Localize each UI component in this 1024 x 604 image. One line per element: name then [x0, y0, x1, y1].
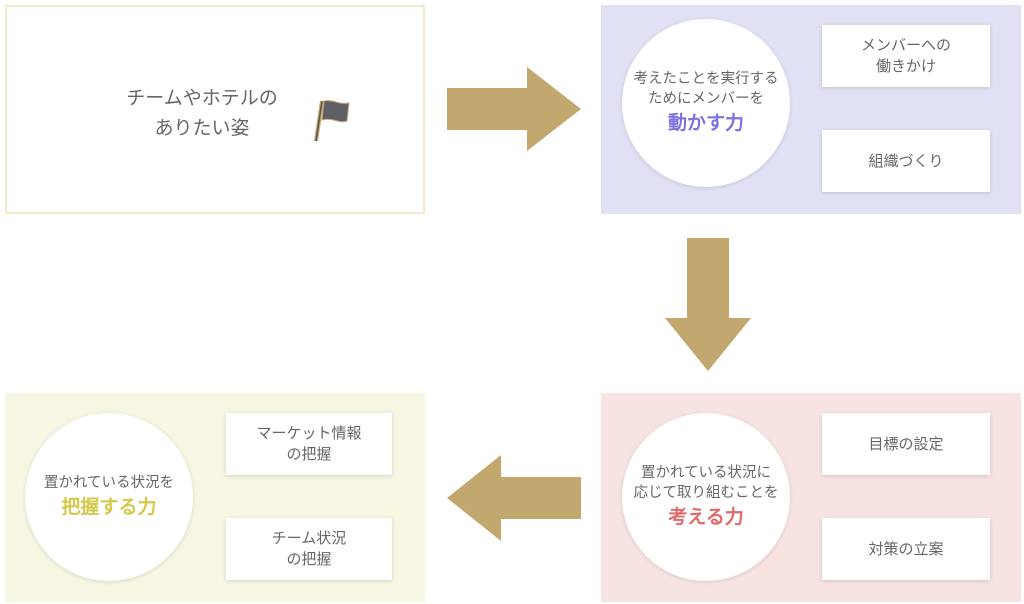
item-line2: の把握: [286, 550, 332, 568]
item-line1: マーケット情報: [256, 424, 362, 442]
think-line1: 置かれている状況に: [640, 465, 772, 481]
think-circle: 置かれている状況に 応じて取り組むことを 考える力: [622, 413, 790, 581]
grasp-item-1: マーケット情報の把握: [226, 413, 392, 475]
grasp-panel: 置かれている状況を 把握する力 マーケット情報の把握 チーム状況の把握: [5, 393, 425, 602]
think-panel: 置かれている状況に 応じて取り組むことを 考える力 目標の設定 対策の立案: [601, 393, 1021, 602]
move-accent: 動かす力: [667, 112, 744, 134]
think-line2: 応じて取り組むことを: [633, 485, 779, 501]
move-item-1: メンバーへの働きかけ: [822, 25, 990, 87]
flag-icon: [314, 100, 350, 142]
arrow-left: [447, 455, 581, 541]
think-item-1: 目標の設定: [822, 413, 990, 475]
item-line1: 組織づくり: [868, 151, 944, 170]
item-line2: 働きかけ: [875, 57, 936, 75]
item-line1: 目標の設定: [868, 434, 944, 453]
grasp-line1: 置かれている状況を: [43, 475, 175, 491]
move-line2: ためにメンバーを: [648, 91, 764, 107]
move-line1: 考えたことを実行する: [633, 71, 779, 87]
item-line1: チーム状況: [271, 529, 347, 547]
arrow-down: [665, 238, 751, 371]
move-circle: 考えたことを実行する ためにメンバーを 動かす力: [622, 19, 790, 187]
grasp-accent: 把握する力: [61, 496, 157, 518]
move-item-2: 組織づくり: [822, 130, 990, 192]
goal-line1: チームやホテルの: [126, 87, 278, 109]
think-accent: 考える力: [668, 506, 744, 528]
grasp-item-2: チーム状況の把握: [226, 518, 392, 580]
goal-text: チームやホテルの ありたい姿: [107, 83, 297, 143]
grasp-circle: 置かれている状況を 把握する力: [25, 413, 193, 581]
item-line1: 対策の立案: [868, 539, 944, 558]
think-item-2: 対策の立案: [822, 518, 990, 580]
item-line1: メンバーへの: [860, 36, 951, 54]
arrow-right: [447, 67, 581, 151]
item-line2: の把握: [286, 445, 332, 463]
goal-line2: ありたい姿: [154, 117, 250, 139]
goal-panel: チームやホテルの ありたい姿: [5, 5, 425, 214]
move-panel: 考えたことを実行する ためにメンバーを 動かす力 メンバーへの働きかけ 組織づく…: [601, 5, 1021, 214]
